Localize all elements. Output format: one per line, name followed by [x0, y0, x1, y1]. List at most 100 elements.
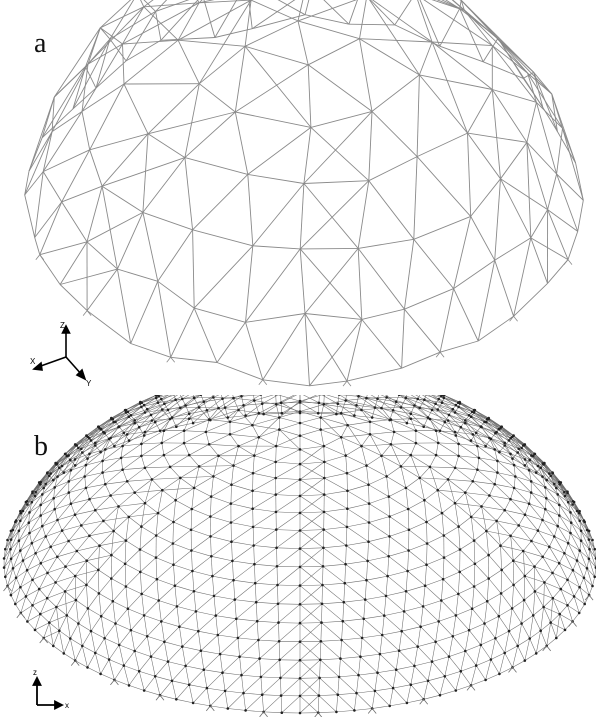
node-dot — [69, 469, 73, 472]
member-line — [543, 606, 551, 623]
member-line — [572, 560, 578, 571]
member-line — [386, 476, 407, 489]
member-line — [320, 658, 341, 661]
member-line — [511, 599, 525, 609]
member-line — [257, 603, 279, 622]
member-line — [504, 445, 513, 459]
member-line — [424, 585, 442, 601]
member-line — [278, 604, 301, 623]
member-line — [299, 422, 321, 430]
member-line — [550, 598, 554, 623]
member-line — [460, 665, 477, 672]
member-line — [482, 37, 499, 63]
member-line — [233, 465, 254, 474]
member-line — [89, 535, 100, 546]
member-line — [98, 569, 112, 579]
node-dot — [127, 415, 131, 418]
member-line — [113, 516, 129, 532]
node-dot — [470, 410, 474, 414]
member-line — [470, 516, 475, 541]
member-line — [465, 644, 481, 652]
member-line — [262, 677, 281, 695]
member-line — [354, 405, 357, 416]
member-line — [560, 579, 568, 590]
member-line — [275, 494, 301, 497]
member-line — [27, 495, 36, 505]
node-dot — [255, 619, 259, 623]
member-line — [452, 636, 466, 652]
member-line — [492, 45, 528, 74]
member-line — [100, 6, 144, 29]
member-line — [175, 395, 185, 400]
member-line — [254, 455, 276, 463]
member-line — [477, 445, 498, 462]
node-dot — [464, 491, 467, 494]
node-dot — [453, 501, 457, 505]
member-line — [243, 676, 262, 694]
member-line — [161, 442, 165, 456]
member-line — [198, 455, 219, 467]
member-line — [125, 571, 141, 587]
member-line — [162, 407, 181, 410]
axis-label-z-b: z — [33, 668, 37, 677]
member-line — [529, 459, 537, 473]
member-line — [570, 512, 580, 522]
member-line — [345, 545, 347, 565]
member-line — [543, 464, 560, 485]
member-line — [198, 466, 214, 477]
member-line — [322, 582, 345, 586]
member-line — [119, 644, 135, 652]
member-line — [444, 670, 461, 677]
member-line — [344, 582, 366, 600]
member-line — [426, 512, 443, 523]
member-line — [192, 229, 253, 247]
member-line — [317, 402, 320, 414]
member-line — [467, 89, 493, 134]
member-line — [89, 499, 96, 511]
member-line — [194, 307, 246, 323]
member-line — [489, 437, 511, 455]
member-line — [504, 631, 510, 653]
member-line — [410, 454, 431, 468]
member-line — [245, 710, 264, 713]
node-dot — [298, 448, 302, 451]
node-dot — [407, 528, 411, 532]
member-line — [169, 466, 181, 479]
node-dot — [298, 462, 302, 466]
member-line — [537, 530, 550, 547]
member-line — [68, 476, 85, 482]
node-dot — [84, 463, 88, 467]
member-line — [486, 530, 489, 556]
member-line — [99, 545, 112, 556]
member-line — [437, 409, 456, 413]
member-line — [122, 455, 142, 470]
member-line — [337, 395, 340, 404]
member-line — [139, 670, 156, 677]
member-line — [497, 460, 516, 477]
member-line — [51, 96, 55, 132]
member-line — [176, 422, 194, 427]
member-line — [3, 567, 6, 577]
member-line — [163, 442, 185, 456]
member-line — [323, 400, 346, 405]
member-line — [40, 487, 55, 506]
node-dot — [41, 524, 44, 528]
node-dot — [536, 529, 540, 532]
member-line — [263, 413, 282, 415]
member-line — [531, 530, 539, 542]
node-dot — [88, 452, 91, 456]
node-dot — [231, 559, 234, 563]
member-line — [572, 569, 585, 579]
node-dot — [414, 429, 418, 432]
member-line — [401, 626, 421, 632]
member-line — [252, 472, 276, 479]
member-line — [406, 413, 412, 424]
member-line — [78, 440, 92, 449]
member-line — [564, 553, 574, 571]
member-line — [82, 440, 92, 453]
member-line — [447, 467, 456, 480]
member-line — [212, 575, 234, 581]
node-dot — [140, 442, 143, 446]
member-line — [487, 418, 502, 428]
member-line — [118, 502, 146, 507]
